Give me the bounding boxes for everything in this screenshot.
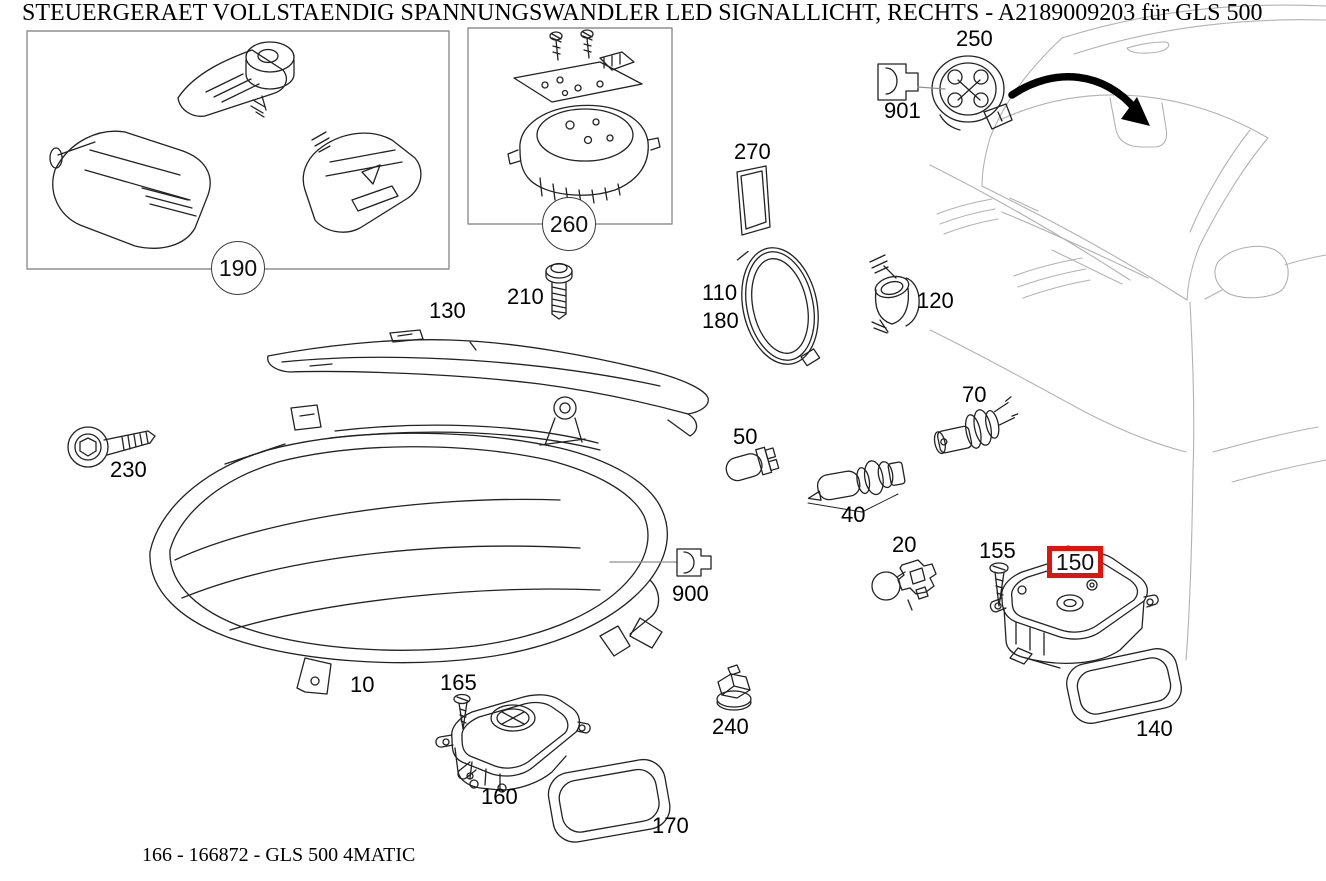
sticker-270-drawing <box>736 165 771 236</box>
bolt-210-drawing <box>545 262 573 320</box>
part-callout-270[interactable]: 270 <box>734 139 771 164</box>
part-callout-155[interactable]: 155 <box>979 538 1016 563</box>
part-callout-140[interactable]: 140 <box>1136 716 1173 741</box>
part-callout-70[interactable]: 70 <box>962 382 987 407</box>
screw-165-drawing <box>453 693 471 730</box>
connector-900-drawing <box>609 548 712 577</box>
part-callout-240[interactable]: 240 <box>712 714 749 739</box>
bolt-230-drawing <box>67 426 156 468</box>
trim-ring-110-180-drawing <box>736 247 821 367</box>
gasket-170-drawing <box>547 758 671 843</box>
part-callout-160[interactable]: 160 <box>481 784 518 809</box>
footer-caption: 166 - 166872 - GLS 500 4MATIC <box>142 844 416 866</box>
bulb-50-drawing <box>725 446 780 482</box>
connector-901-drawing <box>877 63 946 101</box>
part-callout-40[interactable]: 40 <box>841 502 866 527</box>
part-callout-50[interactable]: 50 <box>733 424 758 449</box>
control-unit-160-drawing <box>435 694 591 793</box>
selected-part-callout-150[interactable]: 150 <box>1047 546 1103 578</box>
part-callout-210[interactable]: 210 <box>507 284 544 309</box>
gasket-140-drawing <box>1066 648 1182 724</box>
part-callout-130[interactable]: 130 <box>429 298 466 323</box>
part-callout-20[interactable]: 20 <box>892 532 917 557</box>
selected-part-callout-150-text: 150 <box>1055 548 1095 575</box>
part-callout-180[interactable]: 180 <box>702 308 739 333</box>
part-callout-170[interactable]: 170 <box>652 813 689 838</box>
locator-arrow <box>1008 73 1150 126</box>
part-callout-165[interactable]: 165 <box>440 670 477 695</box>
socket-250-drawing <box>931 55 1013 131</box>
trim-strip-130-drawing <box>267 329 709 437</box>
part-callout-110[interactable]: 110 <box>702 280 738 305</box>
part-callout-901[interactable]: 901 <box>884 98 921 123</box>
headlight-assembly-10-drawing <box>149 396 668 695</box>
part-callout-120[interactable]: 120 <box>917 288 954 313</box>
led-module-parts-260-drawing <box>507 29 661 205</box>
part-callout-10[interactable]: 10 <box>350 672 375 697</box>
bulb-70-drawing <box>933 396 1019 455</box>
group-callout-260-text: 260 <box>549 210 589 237</box>
car-body-sketch <box>929 4 1326 661</box>
bulb-holder-20-drawing <box>871 559 937 611</box>
bulb-40-drawing <box>807 460 906 513</box>
control-unit-150-drawing <box>989 545 1159 669</box>
bolt-240-drawing <box>716 664 752 711</box>
part-callout-250[interactable]: 250 <box>956 26 993 51</box>
part-callout-900[interactable]: 900 <box>672 581 709 606</box>
group-callout-190[interactable]: 190 <box>211 241 265 295</box>
part-callout-230[interactable]: 230 <box>110 457 147 482</box>
page-title: STEUERGERAET VOLLSTAENDIG SPANNUNGSWANDL… <box>22 0 1263 26</box>
group-callout-260[interactable]: 260 <box>542 197 596 251</box>
screw-155-drawing <box>989 562 1009 607</box>
socket-120-drawing <box>869 254 920 334</box>
bracket-parts-190-drawing <box>49 41 422 249</box>
group-callout-190-text: 190 <box>218 254 258 281</box>
